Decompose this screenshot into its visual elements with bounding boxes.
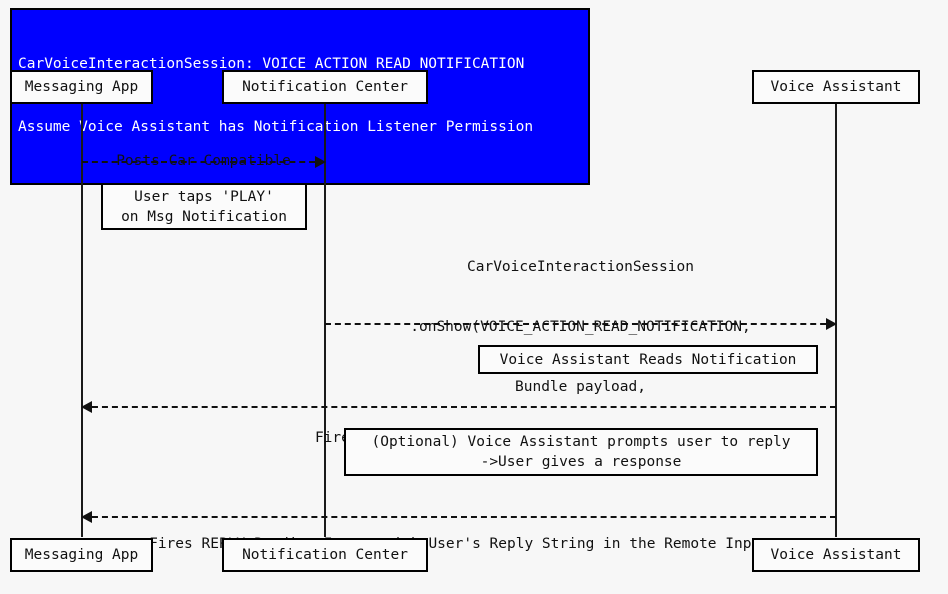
note-line-2: ->User gives a response <box>480 454 682 470</box>
participant-top-notification-center[interactable]: Notification Center <box>222 70 428 104</box>
arrowhead-right-icon <box>315 156 326 168</box>
message-arrow-posts-notification[interactable] <box>82 156 326 168</box>
message-line <box>325 323 836 325</box>
message-label-reply-pending-intent: Fires REPLY Pending Intent with User's R… <box>82 494 836 594</box>
arrowhead-left-icon <box>81 401 92 413</box>
message-label-line-1: CarVoiceInteractionSession <box>467 259 694 275</box>
message-arrow-reply-pending-intent[interactable] <box>81 511 836 523</box>
note-user-taps-play: User taps 'PLAY' on Msg Notification <box>101 183 307 230</box>
participant-label: Notification Center <box>242 79 408 95</box>
message-label-line-2: .onShow(VOICE_ACTION_READ_NOTIFICATION, <box>410 319 751 335</box>
participant-label: Notification Center <box>242 547 408 563</box>
participant-top-voice-assistant[interactable]: Voice Assistant <box>752 70 920 104</box>
note-line-1: User taps 'PLAY' <box>134 188 274 205</box>
note-line-2: on Msg Notification <box>121 208 287 225</box>
arrowhead-left-icon <box>81 511 92 523</box>
diagram-title-line-2: Assume Voice Assistant has Notification … <box>18 119 534 135</box>
note-optional-reply-prompt: (Optional) Voice Assistant prompts user … <box>344 428 818 476</box>
participant-top-messaging-app[interactable]: Messaging App <box>10 70 153 104</box>
message-line <box>82 406 836 408</box>
participant-bottom-notification-center[interactable]: Notification Center <box>222 538 428 572</box>
diagram-title-line-1: CarVoiceInteractionSession: VOICE_ACTION… <box>18 56 525 72</box>
note-line-1: (Optional) Voice Assistant prompts user … <box>371 434 791 450</box>
participant-bottom-messaging-app[interactable]: Messaging App <box>10 538 153 572</box>
arrowhead-right-icon <box>826 318 837 330</box>
participant-label: Voice Assistant <box>770 547 902 563</box>
participant-bottom-voice-assistant[interactable]: Voice Assistant <box>752 538 920 572</box>
participant-label: Voice Assistant <box>770 79 902 95</box>
message-arrow-mark-as-read[interactable] <box>81 401 836 413</box>
message-line <box>82 161 325 163</box>
lifeline-notification-center <box>324 104 326 537</box>
lifeline-messaging-app <box>81 104 83 537</box>
message-label-line-1: Fires REPLY Pending Intent with User's R… <box>149 536 769 552</box>
message-line <box>82 516 836 518</box>
participant-label: Messaging App <box>24 547 139 563</box>
participant-label: Messaging App <box>24 79 139 95</box>
note-line-1: Voice Assistant Reads Notification <box>499 351 797 368</box>
message-label-line-3: Bundle payload, <box>515 379 646 395</box>
note-assistant-reads-notification: Voice Assistant Reads Notification <box>478 345 818 374</box>
message-arrow-on-show[interactable] <box>325 318 837 330</box>
